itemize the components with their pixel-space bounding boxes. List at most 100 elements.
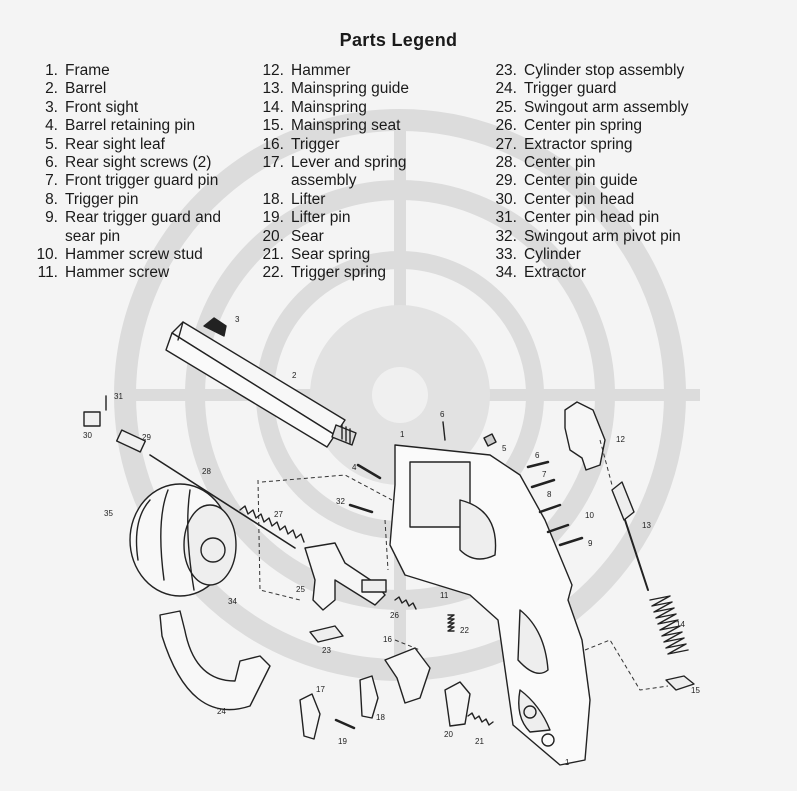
legend-item: 29. Center pin guide: [488, 172, 689, 190]
legend-item-number: 25.: [495, 98, 517, 116]
legend-item-number: 32.: [495, 227, 517, 245]
callout-22: 22: [460, 626, 469, 635]
callout-31: 31: [114, 392, 123, 401]
legend-item-label: Barrel: [65, 80, 107, 98]
legend-item-number: 31.: [495, 209, 517, 227]
callout-1-top: 1: [400, 430, 405, 439]
legend-item: 30.Center pin head: [488, 191, 689, 209]
legend-item-number: 29.: [495, 172, 517, 190]
callout-10: 10: [585, 511, 594, 520]
callout-2: 2: [292, 371, 297, 380]
legend-item-label: Rear trigger guard and sear pin: [65, 209, 221, 245]
frame-part: [389, 444, 591, 766]
callout-6-right: 6: [535, 451, 540, 460]
legend-item: 10.Hammer screw stud: [30, 246, 221, 264]
legend-item-label: Center pin guide: [524, 172, 638, 190]
callout-4: 4: [352, 463, 357, 472]
legend-item: 8. Trigger pin: [30, 191, 221, 209]
legend-item: 21. Sear spring: [255, 246, 409, 264]
legend-item: 34. Extractor: [488, 264, 689, 282]
legend-item-label: Trigger guard: [524, 80, 617, 98]
legend-item-number: 3.: [45, 98, 58, 116]
legend-item: 19. Lifter pin: [255, 209, 409, 227]
legend-item-number: 14.: [262, 98, 284, 116]
callout-9: 9: [588, 539, 593, 548]
callout-19: 19: [338, 737, 347, 746]
legend-item-number: 33.: [495, 246, 517, 264]
callout-14: 14: [676, 620, 685, 629]
legend-item-label: Rear sight leaf: [65, 135, 165, 153]
legend-item-number: 22.: [262, 264, 284, 282]
callout-23: 23: [322, 646, 331, 655]
legend-item: 25. Swingout arm assembly: [488, 98, 689, 117]
legend-item: 18. Lifter: [255, 191, 409, 209]
legend-item-number: 19.: [262, 209, 284, 227]
callout-34: 34: [228, 597, 237, 606]
legend-item: 3. Front sight: [30, 99, 221, 117]
legend-item-label: Lifter: [291, 190, 326, 208]
callout-25: 25: [296, 585, 305, 594]
callout-6-top: 6: [440, 410, 445, 419]
callout-32: 32: [336, 497, 345, 506]
legend-item: 13.Mainspring guide: [255, 80, 409, 98]
legend-item: 2.Barrel: [30, 80, 221, 98]
legend-item-number: 26.: [495, 117, 517, 135]
legend-item: 24. Trigger guard: [488, 80, 689, 98]
legend-item-label: Extractor spring: [524, 135, 633, 153]
legend-item-label: Swingout arm pivot pin: [524, 227, 681, 245]
legend-item-label: Extractor: [524, 264, 587, 282]
legend-item-number: 30.: [495, 190, 517, 208]
legend-item-label: Front sight: [65, 98, 139, 116]
callout-7: 7: [542, 470, 547, 479]
barrel-part: [165, 317, 357, 448]
legend-item: 4.Barrel retaining pin: [30, 117, 221, 135]
legend-item-label: Barrel retaining pin: [65, 117, 196, 135]
legend-item-label: Trigger pin: [65, 190, 139, 208]
legend-item-label: Trigger spring: [291, 264, 387, 282]
callout-20: 20: [444, 730, 453, 739]
legend-item-label: Swingout arm assembly: [524, 98, 689, 116]
legend-item-label: Sear: [291, 227, 324, 245]
swingout-arm: [304, 542, 386, 611]
cylinder-part: [129, 483, 237, 597]
legend-item: 5.Rear sight leaf: [30, 136, 221, 154]
legend-item-number: 8.: [45, 190, 58, 208]
legend-item: 7.Front trigger guard pin: [30, 172, 221, 190]
legend-item-label: Center pin spring: [524, 117, 643, 135]
legend-item: 23.Cylinder stop assembly: [488, 62, 689, 80]
legend-item-label: Lifter pin: [291, 209, 351, 227]
legend-item-number: 20.: [262, 227, 284, 245]
hammer-part: [564, 401, 606, 471]
legend-item: 28.Center pin: [488, 154, 689, 172]
legend-item-label: Cylinder: [524, 246, 581, 264]
legend-item-number: 21.: [262, 246, 284, 264]
legend-title: Parts Legend: [339, 30, 458, 50]
legend-item-number: 34.: [495, 264, 517, 282]
mainspring-coil: [649, 595, 689, 655]
lifter-part: [359, 675, 379, 719]
legend-item-label: Center pin head pin: [524, 209, 660, 227]
legend-item-label: Sear spring: [291, 246, 371, 264]
legend-item-label: Hammer screw: [65, 264, 170, 282]
callout-28: 28: [202, 467, 211, 476]
legend-item-number: 27.: [495, 135, 517, 153]
callout-35: 35: [104, 509, 113, 518]
legend-item-number: 16.: [262, 135, 284, 153]
legend-item: 26. Center pin spring: [488, 117, 689, 135]
legend-item-number: 23.: [495, 62, 517, 79]
legend-item: 12.Hammer: [255, 62, 409, 80]
legend-item: 22. Trigger spring: [255, 264, 409, 282]
callout-24: 24: [217, 707, 226, 716]
legend-item-label: Frame: [65, 62, 110, 79]
legend-item-number: 15.: [262, 117, 284, 135]
legend-item-number: 24.: [495, 80, 517, 98]
legend-item-number: 17.: [262, 154, 284, 172]
legend-item-label: Front trigger guard pin: [65, 172, 219, 190]
legend-item-number: 18.: [262, 190, 284, 208]
legend-item: 31. Center pin head pin: [488, 209, 689, 227]
cylinder-stop: [309, 625, 344, 643]
callout-27: 27: [274, 510, 283, 519]
sear-part: [444, 681, 471, 727]
